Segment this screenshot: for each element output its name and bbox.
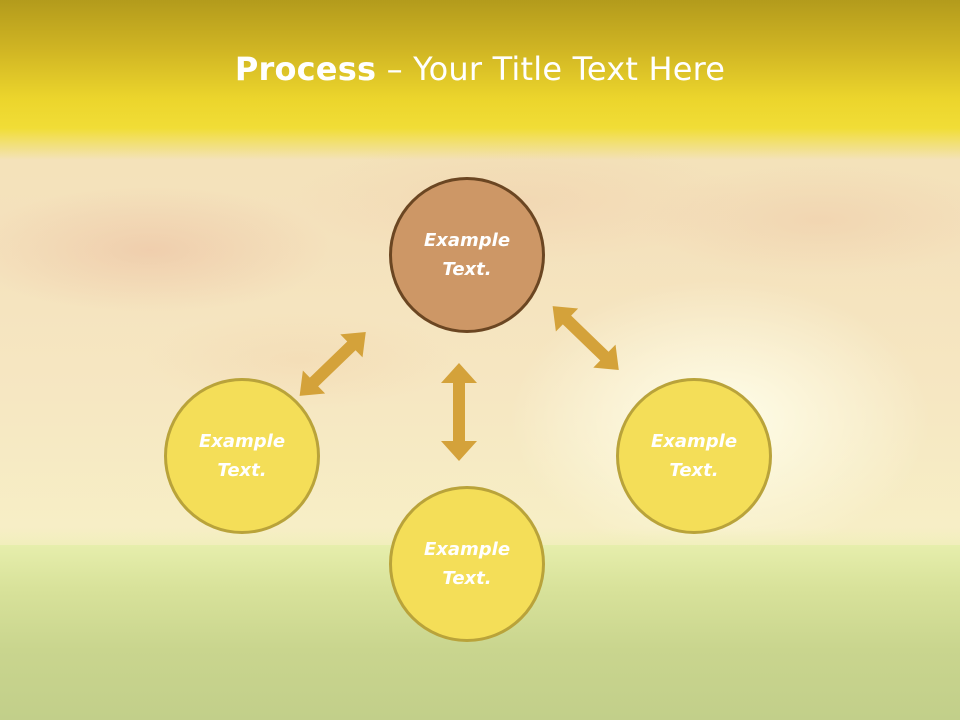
process-node-right[interactable]: Example Text.: [616, 378, 772, 534]
node-top-line2: Text.: [442, 259, 492, 280]
process-node-top[interactable]: Example Text.: [389, 177, 545, 333]
process-node-bottom[interactable]: Example Text.: [389, 486, 545, 642]
node-top-text: Example Text.: [412, 226, 522, 284]
title-bold: Process: [234, 50, 377, 88]
node-left-line1: Example: [198, 431, 286, 452]
node-bottom-line1: Example: [423, 539, 511, 560]
node-right-line1: Example: [650, 431, 738, 452]
node-left-text: Example Text.: [187, 427, 297, 485]
double-arrow-left-top-icon: [299, 331, 366, 396]
node-top-line1: Example: [423, 230, 511, 251]
node-left-line2: Text.: [217, 460, 267, 481]
node-bottom-line2: Text.: [442, 568, 492, 589]
double-arrow-top-right-icon: [552, 306, 619, 371]
title-band: [0, 0, 960, 160]
node-right-text: Example Text.: [639, 427, 749, 485]
double-arrow-vertical-icon: [441, 363, 477, 461]
slide-title: Process – Your Title Text Here: [0, 50, 960, 88]
title-rest: – Your Title Text Here: [376, 50, 726, 88]
process-node-left[interactable]: Example Text.: [164, 378, 320, 534]
node-bottom-text: Example Text.: [412, 535, 522, 593]
node-right-line2: Text.: [669, 460, 719, 481]
